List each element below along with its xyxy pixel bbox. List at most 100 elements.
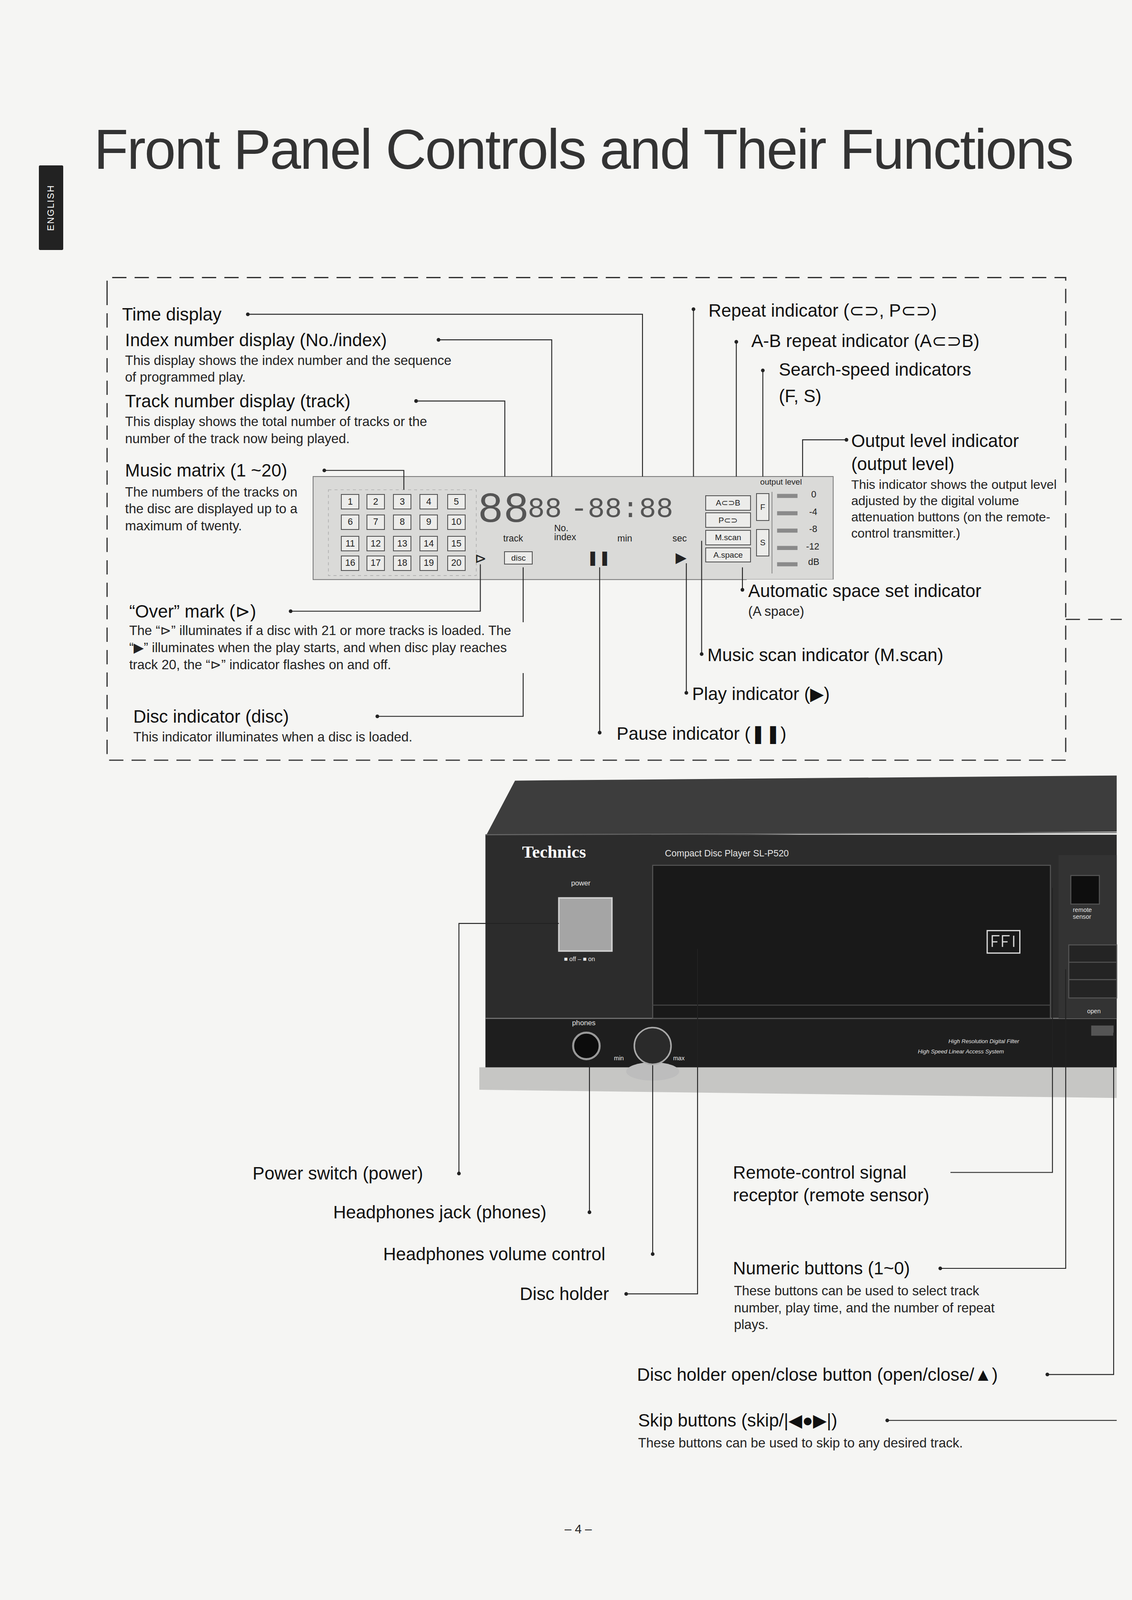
matrix-cell: 16 xyxy=(340,555,360,571)
leader-dots-part xyxy=(651,1251,655,1256)
leader-dots-part xyxy=(740,587,745,592)
callout-note: This display shows the total number of t… xyxy=(123,413,466,447)
callout-heading: Numeric buttons (1~0) xyxy=(731,1256,912,1279)
panel-marking: High Speed Linear Access System xyxy=(917,1048,1005,1055)
indicator-text: A.space xyxy=(713,550,743,559)
cd-player-photo-part xyxy=(987,930,1020,954)
matrix-cell: 2 xyxy=(366,493,385,510)
cd-player-photo-part xyxy=(634,1026,672,1064)
callout-frame-part xyxy=(1065,618,1122,620)
indicator-text: disc xyxy=(511,553,526,562)
cd-player-photo-part xyxy=(992,935,1014,947)
display-legend: 88 xyxy=(527,495,562,524)
display-legend: ▶ xyxy=(675,550,687,565)
indicator-text: 19 xyxy=(423,558,435,568)
panel-marking: max xyxy=(673,1054,685,1062)
leader-lines xyxy=(247,308,1117,1420)
callout-heading: Index number display (No./index) xyxy=(123,328,389,352)
display-panel-ground-part xyxy=(771,491,773,574)
indicator-text: 18 xyxy=(397,558,408,568)
display-legend: -88:88 xyxy=(570,495,674,524)
display-legend: 0 xyxy=(811,489,817,499)
display-panel-ground-part xyxy=(777,493,798,499)
matrix-cell: 6 xyxy=(340,514,360,530)
indicator-text: P⊂⊃ xyxy=(718,516,738,525)
cd-player-photo-part xyxy=(1068,978,1117,980)
indicator-text: 12 xyxy=(370,539,382,549)
callout-heading: Remote-control signal receptor (remote s… xyxy=(731,1160,951,1207)
display-legend: ❚❚ xyxy=(586,550,611,565)
indicator-box: S xyxy=(756,528,770,557)
leader-lines-part xyxy=(741,567,743,590)
callout-note: This indicator illuminates when a disc i… xyxy=(131,728,414,746)
matrix-cell: 15 xyxy=(447,535,466,552)
cd-player-photo-part xyxy=(558,897,612,951)
leader-dots-part xyxy=(414,398,419,403)
callout-heading: Skip buttons (skip/|◀●▶|) xyxy=(636,1408,839,1432)
leader-dots-part xyxy=(684,690,689,695)
callout-heading: Power switch (power) xyxy=(250,1161,425,1185)
callout-note: These buttons can be used to select trac… xyxy=(732,1281,1008,1333)
matrix-cell: 19 xyxy=(419,555,438,571)
display-legend: ⊳ xyxy=(474,551,487,566)
matrix-cell: 11 xyxy=(340,535,360,552)
callout-frame xyxy=(107,277,1122,760)
callout-heading: Output level indicator (output level) xyxy=(849,429,1064,476)
indicator-text: F xyxy=(760,502,766,511)
cd-player-photo-part xyxy=(1058,854,1117,1018)
matrix-cell: 18 xyxy=(392,555,412,571)
indicator-text: 6 xyxy=(347,517,353,527)
indicator-text: 7 xyxy=(373,517,379,527)
leader-dots-part xyxy=(624,1291,629,1296)
panel-marking: Compact Disc Player SL-P520 xyxy=(665,848,789,859)
leader-lines-part xyxy=(692,308,694,477)
leader-lines-part xyxy=(736,341,737,477)
matrix-cell: 17 xyxy=(366,555,385,571)
leader-lines-part xyxy=(686,563,687,693)
indicator-text: 9 xyxy=(426,517,432,527)
leader-lines-part xyxy=(940,968,1066,1268)
panel-marking: open xyxy=(1087,1007,1101,1015)
display-panel-ground-part xyxy=(777,545,798,550)
callout-heading: Play indicator (▶) xyxy=(690,682,832,705)
leader-lines-part xyxy=(290,563,481,611)
callout-heading: Disc holder open/close button (open/clos… xyxy=(635,1362,1000,1386)
matrix-cell: 9 xyxy=(419,514,438,530)
leader-dots-part xyxy=(699,651,704,656)
indicator-text: 2 xyxy=(373,497,379,507)
cd-player-photo-part xyxy=(485,834,1117,1018)
indicator-text: 4 xyxy=(426,497,432,507)
indicator-text: 3 xyxy=(399,497,405,507)
matrix-cell: 5 xyxy=(447,493,466,510)
callout-heading: Music scan indicator (M.scan) xyxy=(705,643,945,666)
matrix-cell: 7 xyxy=(366,514,385,530)
callout-note: The “⊳” illuminates if a disc with 21 or… xyxy=(127,621,525,673)
cd-player-photo-part xyxy=(573,1032,600,1059)
panel-marking: power xyxy=(571,879,591,887)
cd-player-photo-part xyxy=(652,865,1051,1018)
cd-player-photo-part xyxy=(652,1004,1051,1006)
cd-player-photo-part xyxy=(1070,875,1100,904)
matrix-cell: 20 xyxy=(447,555,466,571)
callout-heading: Headphones volume control xyxy=(381,1242,608,1265)
indicator-text: 17 xyxy=(370,558,382,568)
indicator-box: A⊂⊃B xyxy=(705,495,751,511)
display-legend: 88 xyxy=(477,489,529,532)
callout-note: (A space) xyxy=(746,602,807,620)
callout-heading: Pause indicator (❚❚) xyxy=(615,721,789,745)
indicator-text: A⊂⊃B xyxy=(715,498,741,507)
cd-player-photo-part xyxy=(485,775,1117,837)
indicator-text: 10 xyxy=(451,517,462,527)
callout-heading: Track number display (track) xyxy=(123,389,353,413)
brand-logo: Technics xyxy=(522,842,587,862)
display-panel-ground-part xyxy=(313,476,834,580)
leader-dots-part xyxy=(885,1417,890,1422)
leader-lines-part xyxy=(599,567,601,733)
indicator-text: 1 xyxy=(347,497,353,507)
callout-note: This display shows the index number and … xyxy=(123,351,466,386)
cd-player-photo-part xyxy=(485,1017,1117,1068)
leader-dots-part xyxy=(734,340,739,344)
matrix-cell: 12 xyxy=(366,535,385,552)
